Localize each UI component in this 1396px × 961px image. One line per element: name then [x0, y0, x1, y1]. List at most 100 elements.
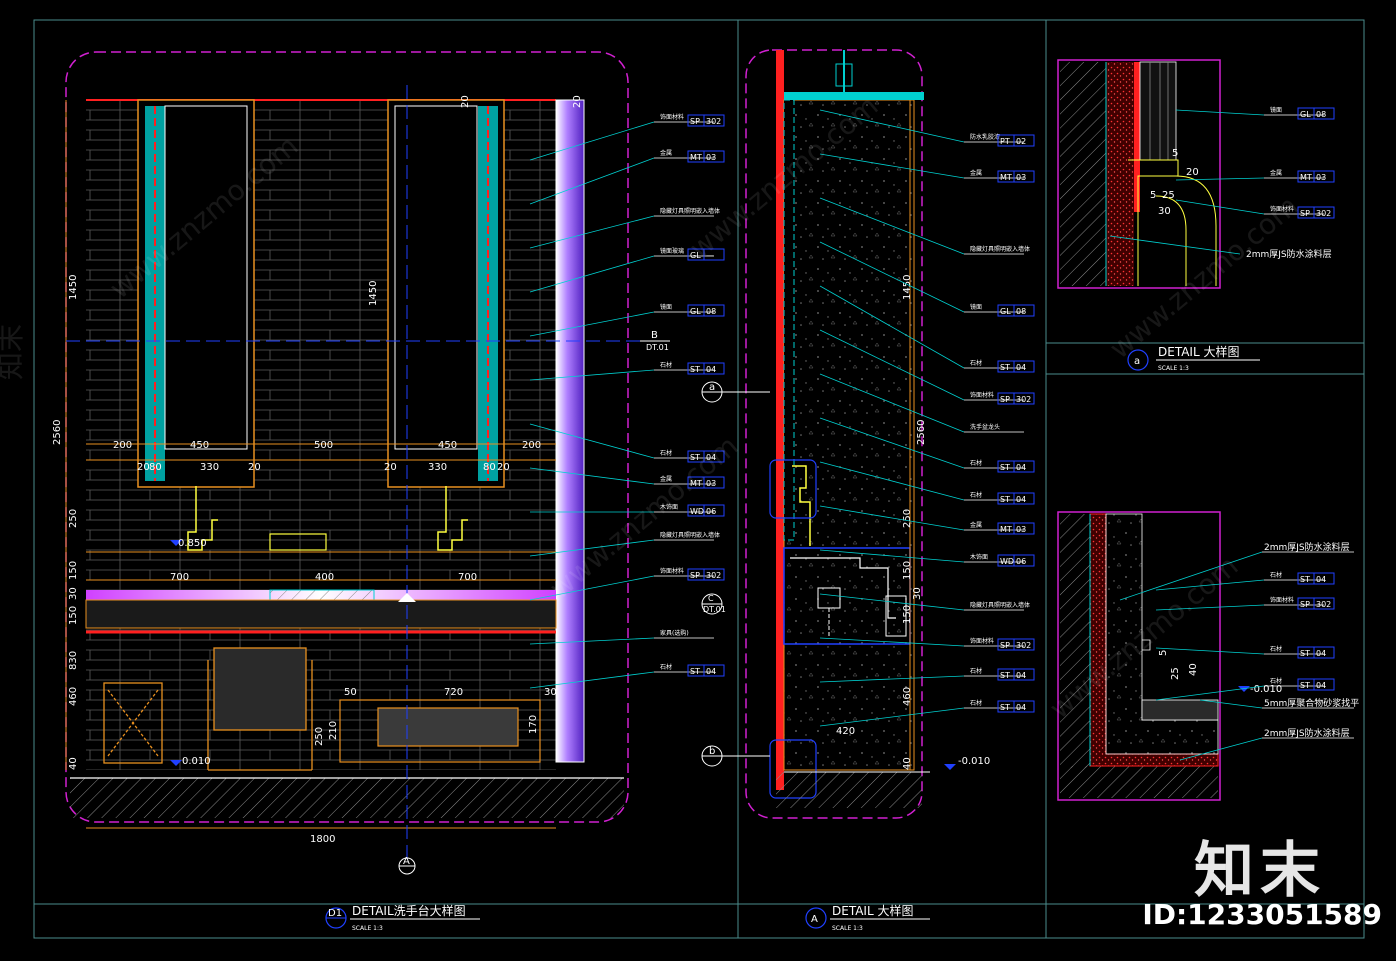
dim-text: 420 [836, 726, 855, 737]
tag-number: 04 [1316, 649, 1326, 658]
tag-number: 302 [1316, 209, 1331, 218]
tag-note: 石材 [660, 361, 672, 369]
tag-note: 饰面材料 [1270, 205, 1294, 213]
dim-text: 25 [1170, 667, 1181, 680]
material-tag: 隐藏灯具照明嵌入墙体 [529, 207, 720, 249]
note-text: 2mm厚JS防水涂料层 [1264, 727, 1350, 739]
dim-text: 700 [458, 572, 477, 583]
dim-text: 830 [68, 651, 79, 670]
dim-text: 25 [1162, 190, 1175, 201]
d1-section-b-marker: B DT.01 [640, 330, 670, 352]
detail-a-title-block: a DETAIL 大样图 SCALE 1:3 [1127, 344, 1260, 372]
dim-text: 170 [528, 715, 539, 734]
drawing-title: DETAIL洗手台大样图 [352, 903, 466, 918]
chair-icon [207, 647, 313, 771]
level-text: 0.850 [178, 538, 207, 549]
a-cloud-boundary [745, 49, 923, 819]
tag-note: 隐藏灯具照明嵌入墙体 [660, 531, 720, 539]
tag-number: 04 [1316, 681, 1326, 690]
tag-number: 03 [1316, 173, 1326, 182]
detail-b-drawing [1057, 511, 1221, 801]
dim-text: 50 [344, 687, 357, 698]
dim-text: 450 [438, 440, 457, 451]
tag-note: 石材 [970, 359, 982, 367]
tag-note: 饰面材料 [970, 391, 994, 399]
tag-code: MT [1300, 173, 1312, 182]
tag-note: 饰面材料 [660, 113, 684, 121]
tag-code: SP [690, 571, 700, 580]
tag-note: 镜面玻璃 [660, 247, 684, 255]
tag-note: 金属 [970, 521, 982, 529]
tag-note: 石材 [970, 459, 982, 467]
dim-text: 210 [328, 721, 339, 740]
tag-code: MT [1000, 173, 1012, 182]
note-row: 2mm厚JS防水涂料层 [1179, 727, 1354, 761]
material-tag: 隐藏灯具照明嵌入墙体 [529, 531, 720, 557]
tag-number: 302 [1016, 395, 1031, 404]
drawer-unit-icon [339, 699, 541, 763]
tag-code: SP [1300, 600, 1310, 609]
dim-text: 500 [314, 440, 333, 451]
dim-text: 1800 [310, 834, 335, 845]
mirror-right [387, 99, 505, 488]
tag-number: 04 [706, 667, 716, 676]
tag-code: GL [690, 307, 701, 316]
brand-watermark: 知末 [1194, 836, 1326, 906]
level-text: -0.010 [1250, 684, 1282, 695]
dim-text: 20 [384, 462, 397, 473]
d1-dims-left: 1450 2560 250 150 30 150 830 460 40 [52, 275, 79, 770]
drawing-title: DETAIL 大样图 [832, 903, 913, 918]
dim-text: 250 [68, 509, 79, 528]
tag-code: ST [690, 365, 700, 374]
tag-number: 06 [706, 507, 716, 516]
dim-text: 150 [902, 561, 913, 580]
dim-text: 40 [902, 757, 913, 770]
dim-text: 1450 [368, 281, 379, 306]
d1-floor-hatch [70, 778, 624, 818]
detail-b-dims: 5 25 40 -0.010 [1158, 650, 1282, 695]
dim-text: 80 [483, 462, 496, 473]
dim-text: 5 [1172, 148, 1178, 159]
tag-code: GL [1000, 307, 1011, 316]
tag-number: 04 [706, 453, 716, 462]
tag-number: 04 [1016, 363, 1026, 372]
dim-text: 450 [190, 440, 209, 451]
tag-number: 08 [1316, 110, 1326, 119]
tag-note: 饰面材料 [660, 567, 684, 575]
tag-number: 302 [706, 117, 721, 126]
tag-code: ST [690, 667, 700, 676]
tag-number: 04 [1016, 495, 1026, 504]
section-ref: DT.01 [646, 343, 669, 352]
dim-text: 700 [170, 572, 189, 583]
dim-text: 250 [314, 727, 325, 746]
tag-note: 木饰面 [970, 553, 988, 561]
callout-ref: DT.01 [703, 605, 726, 614]
dim-text: 30 [912, 587, 923, 600]
a-title-block: A DETAIL 大样图 SCALE 1:3 [805, 903, 930, 932]
tag-code: SP [1300, 209, 1310, 218]
note-text: 2mm厚JS防水涂料层 [1264, 541, 1350, 553]
tag-code: ST [1000, 495, 1010, 504]
dim-text: 20 [497, 462, 510, 473]
dim-text: 150 [68, 561, 79, 580]
dim-text: 2560 [916, 420, 927, 445]
dim-text: 40 [68, 757, 79, 770]
drawing-tag: A [811, 914, 818, 925]
tag-note: 石材 [970, 491, 982, 499]
sheet-frame [33, 19, 1365, 939]
dim-text: 150 [902, 605, 913, 624]
dim-text: 200 [522, 440, 541, 451]
